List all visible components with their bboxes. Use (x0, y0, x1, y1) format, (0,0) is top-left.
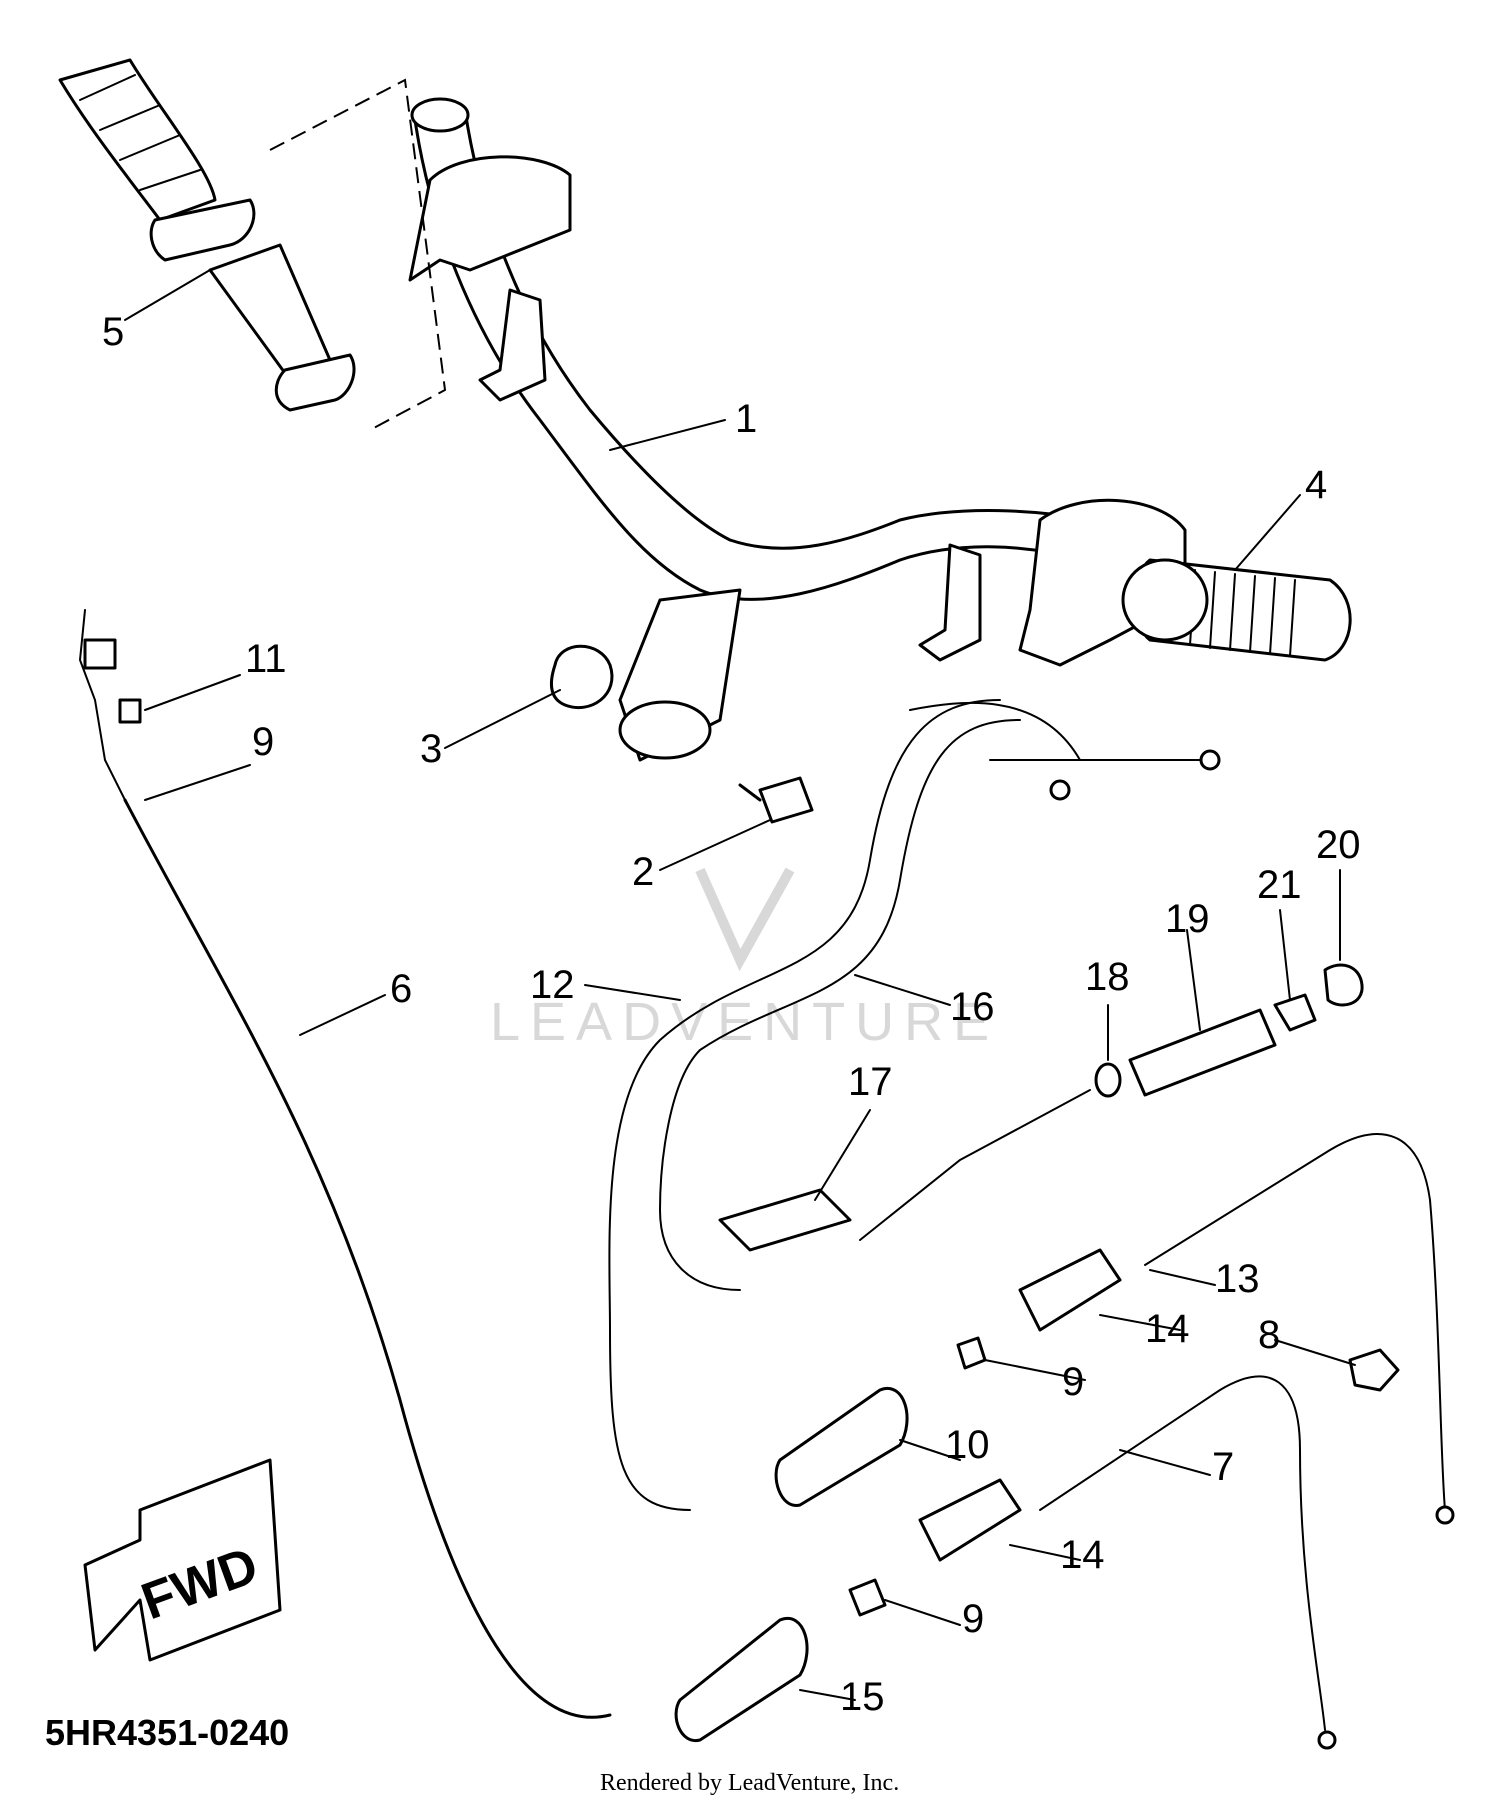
part-9-cap-lower (848, 1578, 887, 1617)
diagram-code: 5HR4351-0240 (45, 1712, 289, 1753)
callout-8: 8 (1258, 1313, 1280, 1357)
callout-7: 7 (1212, 1445, 1234, 1489)
throttle-cable-6 (123, 798, 612, 1719)
callout-14-upper: 14 (1145, 1307, 1190, 1351)
watermark-text: LEADVENTURE (490, 992, 999, 1052)
callout-labels: 1 2 3 4 5 6 7 8 9 9 9 10 11 12 13 14 14 … (102, 310, 1361, 1719)
part-10-housing (774, 1386, 909, 1507)
callout-9-mid: 9 (1062, 1360, 1084, 1404)
handlebar (408, 97, 1187, 762)
cable-end-top-left (78, 609, 142, 801)
callout-3: 3 (420, 727, 442, 771)
part-20 (1323, 963, 1364, 1007)
callout-10: 10 (945, 1423, 990, 1467)
callout-18: 18 (1085, 955, 1130, 999)
callout-1: 1 (735, 397, 757, 441)
callout-9-top: 9 (252, 720, 274, 764)
credit-text: Rendered by LeadVenture, Inc. (600, 1770, 899, 1796)
fwd-direction-tag: FWD (83, 1458, 282, 1662)
part-9-cap-upper (956, 1336, 987, 1370)
part-8-nut (1348, 1348, 1400, 1392)
part-18 (1094, 1062, 1122, 1098)
watermark: LEADVENTURE (490, 867, 999, 1052)
callout-20: 20 (1316, 823, 1361, 867)
callout-4: 4 (1305, 463, 1327, 507)
callout-16: 16 (950, 985, 995, 1029)
part-21 (1273, 993, 1317, 1032)
part-2-bolt (738, 776, 814, 824)
callout-19: 19 (1165, 897, 1210, 941)
part-15-housing (674, 1616, 809, 1742)
cable-7 (1039, 1375, 1326, 1731)
callout-15: 15 (840, 1675, 885, 1719)
leader-lines (124, 269, 1356, 1701)
callout-21: 21 (1257, 863, 1302, 907)
cable-core (859, 1089, 1091, 1241)
callout-12: 12 (530, 963, 575, 1007)
cables-12-16 (608, 699, 1221, 1511)
right-grip (1121, 558, 1352, 662)
callout-5: 5 (102, 310, 124, 354)
callout-11: 11 (245, 637, 287, 681)
callout-14-lower: 14 (1060, 1533, 1105, 1577)
callout-17: 17 (848, 1060, 893, 1104)
callout-6: 6 (390, 967, 412, 1011)
part-3-bushing (549, 644, 614, 710)
part-14-upper (1018, 1248, 1122, 1332)
part-14-lower (918, 1478, 1022, 1562)
callout-2: 2 (632, 850, 654, 894)
callout-9-bottom: 9 (962, 1597, 984, 1641)
cable-13 (1144, 1133, 1446, 1511)
part-19-spring (1128, 1008, 1277, 1097)
callout-13: 13 (1215, 1257, 1260, 1301)
part-17 (718, 1188, 852, 1252)
left-grip-assembly (58, 58, 447, 431)
